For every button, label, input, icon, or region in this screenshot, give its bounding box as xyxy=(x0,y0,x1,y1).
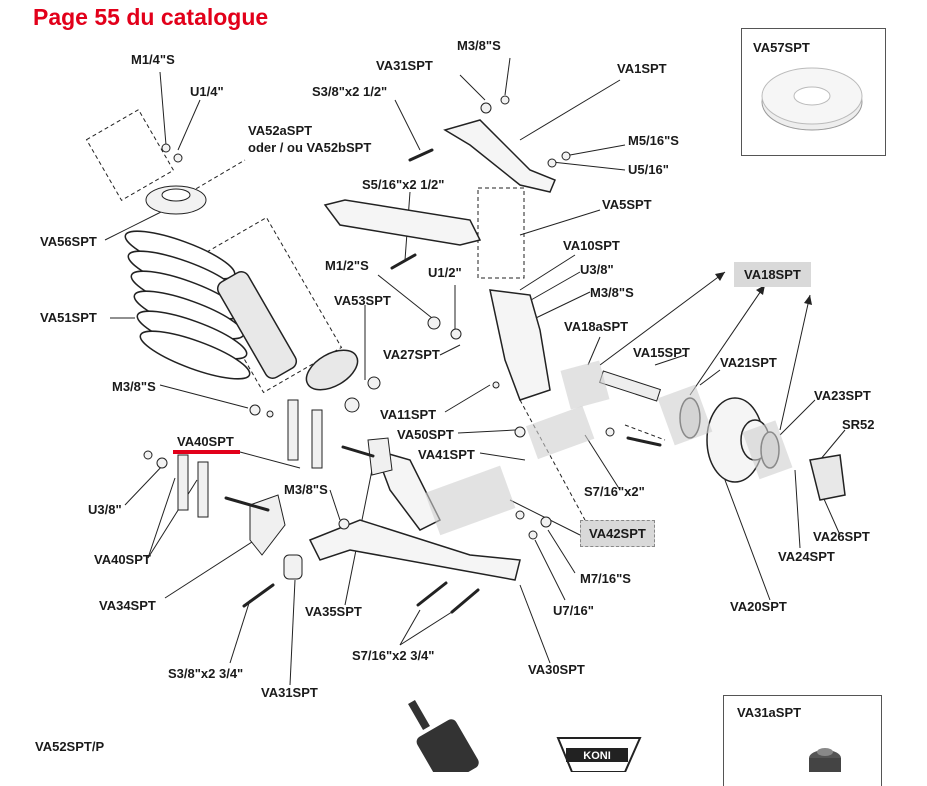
va57-washer-drawing xyxy=(761,67,863,131)
label-va15: VA15SPT xyxy=(633,345,690,360)
label-va1: VA1SPT xyxy=(617,61,667,76)
label-u14: U1/4" xyxy=(190,84,224,99)
label-s38x2-34: S3/8"x2 3/4" xyxy=(168,666,244,681)
label-m38s-left: M3/8"S xyxy=(112,379,156,394)
va31a-inset-box: VA31aSPT xyxy=(723,695,882,786)
label-m12s: M1/2"S xyxy=(325,258,369,273)
top-mount-drawing xyxy=(145,185,207,215)
label-u716: U7/16" xyxy=(553,603,594,618)
va31a-nut-drawing xyxy=(809,748,841,772)
label-m38s-mid: M3/8"S xyxy=(590,285,634,300)
label-s716x2: S7/16"x2" xyxy=(584,484,645,499)
label-u38-mid: U3/8" xyxy=(580,262,614,277)
label-va51: VA51SPT xyxy=(40,310,97,325)
va40-brackets-drawing xyxy=(177,399,393,556)
label-va26: VA26SPT xyxy=(813,529,870,544)
label-u516: U5/16" xyxy=(628,162,669,177)
upper-arm-drawing xyxy=(443,119,556,193)
label-va20: VA20SPT xyxy=(730,599,787,614)
label-va42-highlight: VA42SPT xyxy=(580,520,655,547)
lower-wishbone-drawing xyxy=(308,519,521,581)
label-m14s: M1/4"S xyxy=(131,52,175,67)
label-va52a-line2: oder / ou VA52bSPT xyxy=(248,140,372,155)
label-va21: VA21SPT xyxy=(720,355,777,370)
label-va52a-line1: VA52aSPT xyxy=(248,123,313,138)
label-va40-top: VA40SPT xyxy=(177,434,234,449)
label-m516s: M5/16"S xyxy=(628,133,679,148)
label-va23: VA23SPT xyxy=(814,388,871,403)
label-sr52: SR52 xyxy=(842,417,875,432)
label-va40-bot: VA40SPT xyxy=(94,552,151,567)
label-va41: VA41SPT xyxy=(418,447,475,462)
label-va31-bot: VA31SPT xyxy=(261,685,318,700)
label-m716s: M7/16"S xyxy=(580,571,631,586)
label-s38x2-12: S3/8"x2 1/2" xyxy=(312,84,388,99)
label-va30: VA30SPT xyxy=(528,662,585,677)
label-s716x2-34: S7/16"x2 3/4" xyxy=(352,648,435,663)
shock-absorber-drawing xyxy=(216,271,359,391)
label-va52p: VA52SPT/P xyxy=(35,739,105,754)
label-va56: VA56SPT xyxy=(40,234,97,249)
label-va24: VA24SPT xyxy=(778,549,835,564)
label-va18a: VA18aSPT xyxy=(564,319,629,334)
upper-link-drawing xyxy=(323,199,482,246)
va57-label: VA57SPT xyxy=(753,40,810,55)
label-va18-highlight: VA18SPT xyxy=(734,262,811,287)
koni-logo xyxy=(556,737,642,772)
label-va11: VA11SPT xyxy=(380,407,437,422)
label-va34: VA34SPT xyxy=(99,598,156,613)
label-m38s-top: M3/8"S xyxy=(457,38,501,53)
stub-axle-drawing xyxy=(489,289,551,401)
label-va50: VA50SPT xyxy=(397,427,454,442)
label-va5: VA5SPT xyxy=(602,197,652,212)
page-title: Page 55 du catalogue xyxy=(33,4,269,30)
label-va31spt-top: VA31SPT xyxy=(376,58,433,73)
label-va27: VA27SPT xyxy=(383,347,440,362)
label-m38s-low: M3/8"S xyxy=(284,482,328,497)
label-u12: U1/2" xyxy=(428,265,462,280)
label-va10: VA10SPT xyxy=(563,238,620,253)
koni-shock-drawing xyxy=(408,700,479,772)
va31a-label: VA31aSPT xyxy=(737,705,802,720)
label-s516x2-12: S5/16"x2 1/2" xyxy=(362,177,445,192)
va40-underline xyxy=(173,450,240,454)
label-va35: VA35SPT xyxy=(305,604,362,619)
koni-logo-text: KONI xyxy=(583,750,611,762)
label-u38-left: U3/8" xyxy=(88,502,122,517)
label-va53: VA53SPT xyxy=(334,293,391,308)
